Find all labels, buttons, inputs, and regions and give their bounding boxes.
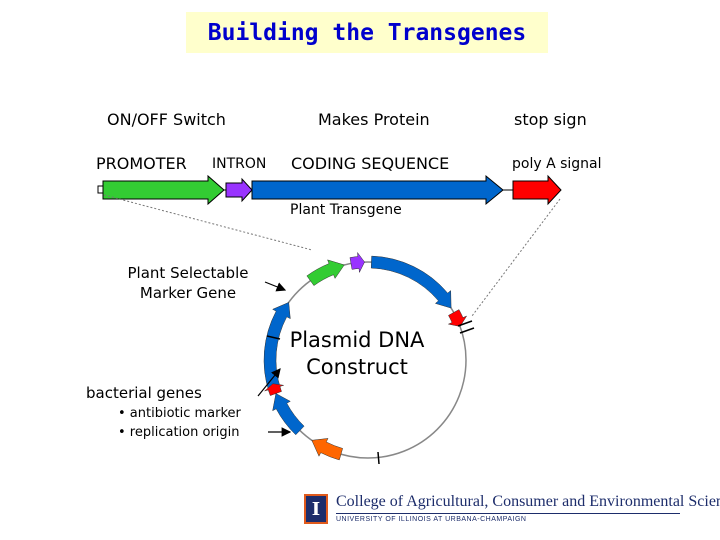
slide-title: Building the Transgenes: [186, 12, 548, 53]
intron-arrow: [225, 177, 253, 203]
plasmid-poly-a-segment: [447, 309, 468, 327]
plasmid-line1: Plasmid DNA: [289, 328, 425, 352]
coding-sequence-arrow: [251, 174, 504, 206]
coding-sequence-label: CODING SEQUENCE: [291, 154, 450, 173]
college-name: College of Agricultural, Consumer and En…: [336, 493, 720, 510]
plasmid-dna-construct-label: Plasmid DNA Construct: [288, 327, 426, 381]
poly-a-signal-label: poly A signal: [512, 156, 602, 172]
selectable-marker-pointer: [264, 281, 287, 292]
insertion-site-bottom: [377, 451, 380, 465]
antibiotic-marker-label: • antibiotic marker: [118, 406, 241, 421]
plasmid-replication-origin-segment: [311, 438, 343, 461]
college-footer: I College of Agricultural, Consumer and …: [294, 492, 720, 528]
plant-selectable-line1: Plant Selectable: [127, 264, 249, 282]
transgene-guide-right: [471, 198, 561, 317]
university-logo-icon: I: [304, 494, 328, 524]
plasmid-selectable-marker-segment: [263, 302, 291, 393]
plasmid-line2: Construct: [306, 355, 408, 379]
insertion-site-right-b: [459, 327, 475, 334]
plasmid-plant-marker-red-segment: [264, 383, 284, 396]
plant-selectable-line2: Marker Gene: [139, 284, 237, 302]
antibiotic-marker-pointer: [257, 368, 281, 397]
poly-a-arrow: [512, 174, 562, 206]
makes-protein-label: Makes Protein: [318, 110, 430, 129]
plasmid-intron-segment: [349, 251, 365, 274]
promoter-label: PROMOTER: [96, 154, 187, 173]
bacterial-genes-label: bacterial genes: [86, 384, 202, 402]
insertion-site-left: [266, 335, 281, 340]
university-name: UNIVERSITY OF ILLINOIS AT URBANA-CHAMPAI…: [336, 516, 527, 523]
plasmid-promoter-segment: [306, 259, 345, 286]
plasmid-coding-segment: [370, 255, 452, 309]
stop-sign-label: stop sign: [514, 110, 587, 129]
plasmid-segments: [263, 251, 468, 461]
plasmid-antibiotic-marker-segment: [272, 393, 305, 436]
insertion-site-right-a: [457, 320, 473, 327]
plant-selectable-marker-label: Plant Selectable Marker Gene: [112, 263, 264, 303]
transgene-left-end: [97, 185, 104, 194]
intron-label: INTRON: [212, 156, 267, 172]
on-off-switch-label: ON/OFF Switch: [107, 110, 226, 129]
footer-divider: [336, 513, 680, 514]
plant-transgene-label: Plant Transgene: [290, 202, 402, 218]
replication-origin-label: • replication origin: [118, 425, 240, 440]
